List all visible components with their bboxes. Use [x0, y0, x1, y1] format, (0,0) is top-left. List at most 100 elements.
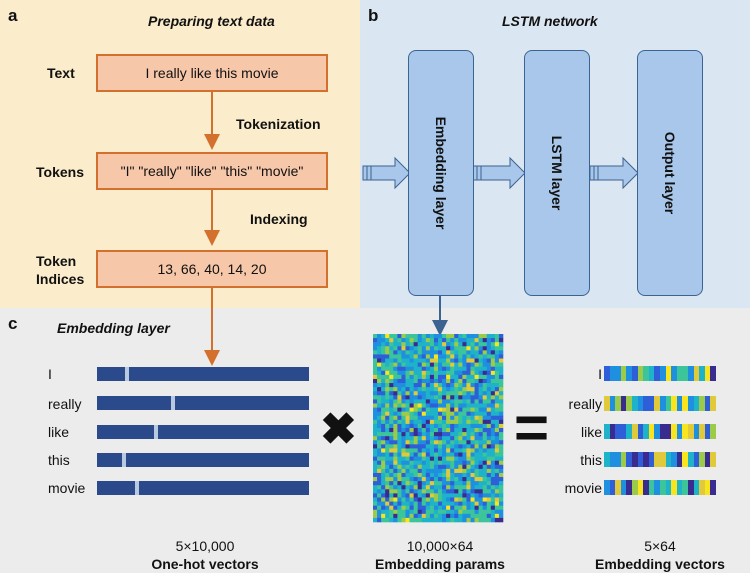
embedding-vector-cell [631, 480, 638, 495]
vector-word: I [598, 366, 602, 382]
params-dim-caption: 10,000×64 [406, 538, 474, 554]
panel-a-title: Preparing text data [148, 13, 275, 29]
embedding-vector-cell [609, 366, 616, 381]
embedding-vector-cell [693, 366, 700, 381]
block-arrow-embedding-to-lstm [472, 156, 526, 190]
embedding-vector-cell [615, 480, 621, 495]
embedding-vector-cell [704, 396, 711, 411]
onehot-hot-index [135, 481, 139, 495]
onehot-bar [97, 481, 309, 495]
embedding-vector-strip [604, 452, 716, 467]
embedding-vector-cell [687, 396, 694, 411]
vectors-dim-caption: 5×64 [644, 538, 676, 554]
embedding-vector-cell [687, 424, 694, 439]
embedding-vector-cell [710, 396, 716, 411]
embedding-vector-cell [648, 366, 655, 381]
params-name-caption: Embedding params [375, 556, 505, 572]
embedding-vector-cell [682, 424, 688, 439]
embedding-vector-cell [643, 366, 649, 381]
output-layer-block: Output layer [637, 50, 703, 296]
embedding-vector-cell [659, 480, 666, 495]
embedding-vector-cell [604, 396, 610, 411]
panel-c-title: Embedding layer [57, 320, 170, 336]
embedding-vector-cell [648, 424, 655, 439]
onehot-bar [97, 453, 309, 467]
embedding-vector-cell [710, 480, 716, 495]
embedding-vector-cell [643, 480, 649, 495]
embedding-vector-cell [682, 396, 688, 411]
onehot-word: this [48, 452, 70, 468]
token-indices-box: 13, 66, 40, 14, 20 [96, 250, 328, 288]
embedding-vector-cell [710, 366, 716, 381]
token-indices-label: Token Indices [36, 253, 85, 287]
panel-b-letter: b [368, 6, 379, 25]
embedding-vector-cell [609, 424, 616, 439]
embedding-vector-cell [615, 452, 621, 467]
embedding-vector-cell [604, 452, 610, 467]
embedding-vector-cell [654, 452, 660, 467]
onehot-word: I [48, 366, 52, 382]
block-arrow-input [362, 156, 411, 190]
embedding-vector-cell [626, 396, 632, 411]
embedding-vector-cell [620, 480, 627, 495]
embedding-vector-cell [609, 480, 616, 495]
embedding-vector-cell [665, 366, 672, 381]
lstm-layer-block: LSTM layer [524, 50, 590, 296]
embedding-vector-cell [693, 396, 700, 411]
embedding-vector-cell [637, 452, 644, 467]
embedding-vector-cell [704, 452, 711, 467]
lstm-layer-label: LSTM layer [549, 135, 565, 211]
embedding-vector-cell [659, 424, 666, 439]
embedding-vector-cell [626, 366, 632, 381]
embedding-vector-cell [648, 480, 655, 495]
embedding-vector-cell [637, 396, 644, 411]
embedding-vector-cell [604, 424, 610, 439]
onehot-hot-index [154, 425, 158, 439]
embedding-vector-cell [693, 480, 700, 495]
indexing-label: Indexing [250, 211, 308, 227]
embedding-layer-block: Embedding layer [408, 50, 474, 296]
embedding-vector-cell [626, 480, 632, 495]
text-label: Text [47, 65, 75, 81]
embedding-vector-cell [631, 366, 638, 381]
block-arrow-lstm-to-output [589, 156, 639, 190]
embedding-vector-cell [626, 452, 632, 467]
embedding-vector-cell [693, 424, 700, 439]
embedding-vector-cell [609, 452, 616, 467]
embedding-vector-cell [648, 452, 655, 467]
embedding-vector-cell [620, 452, 627, 467]
embedding-vector-cell [620, 366, 627, 381]
embedding-vector-cell [710, 424, 716, 439]
onehot-word: really [48, 396, 82, 412]
embedding-vector-cell [615, 424, 621, 439]
embedding-vector-cell [620, 424, 627, 439]
onehot-bar [97, 396, 309, 410]
embedding-vector-cell [665, 424, 672, 439]
embedding-vector-cell [637, 366, 644, 381]
embedding-vector-cell [704, 480, 711, 495]
embedding-vector-cell [615, 366, 621, 381]
embedding-vector-cell [699, 480, 705, 495]
embedding-vector-cell [648, 396, 655, 411]
embedding-vector-cell [699, 452, 705, 467]
embedding-vector-cell [637, 480, 644, 495]
embedding-vector-cell [676, 424, 683, 439]
embedding-vector-cell [665, 452, 672, 467]
vector-word: like [580, 424, 602, 440]
multiply-symbol: ✖ [320, 405, 357, 454]
output-layer-label: Output layer [662, 131, 678, 215]
embedding-vector-cell [631, 452, 638, 467]
embedding-vector-cell [609, 396, 616, 411]
text-box: I really like this movie [96, 54, 328, 92]
embedding-vector-cell [704, 424, 711, 439]
onehot-bar [97, 425, 309, 439]
embedding-vector-cell [654, 424, 660, 439]
onehot-dim-caption: 5×10,000 [175, 538, 235, 554]
embedding-vector-cell [671, 480, 677, 495]
panel-b-title: LSTM network [502, 13, 598, 29]
embedding-vector-strip [604, 366, 716, 381]
embedding-vector-cell [687, 452, 694, 467]
embedding-vector-cell [654, 396, 660, 411]
embedding-vector-cell [676, 366, 683, 381]
